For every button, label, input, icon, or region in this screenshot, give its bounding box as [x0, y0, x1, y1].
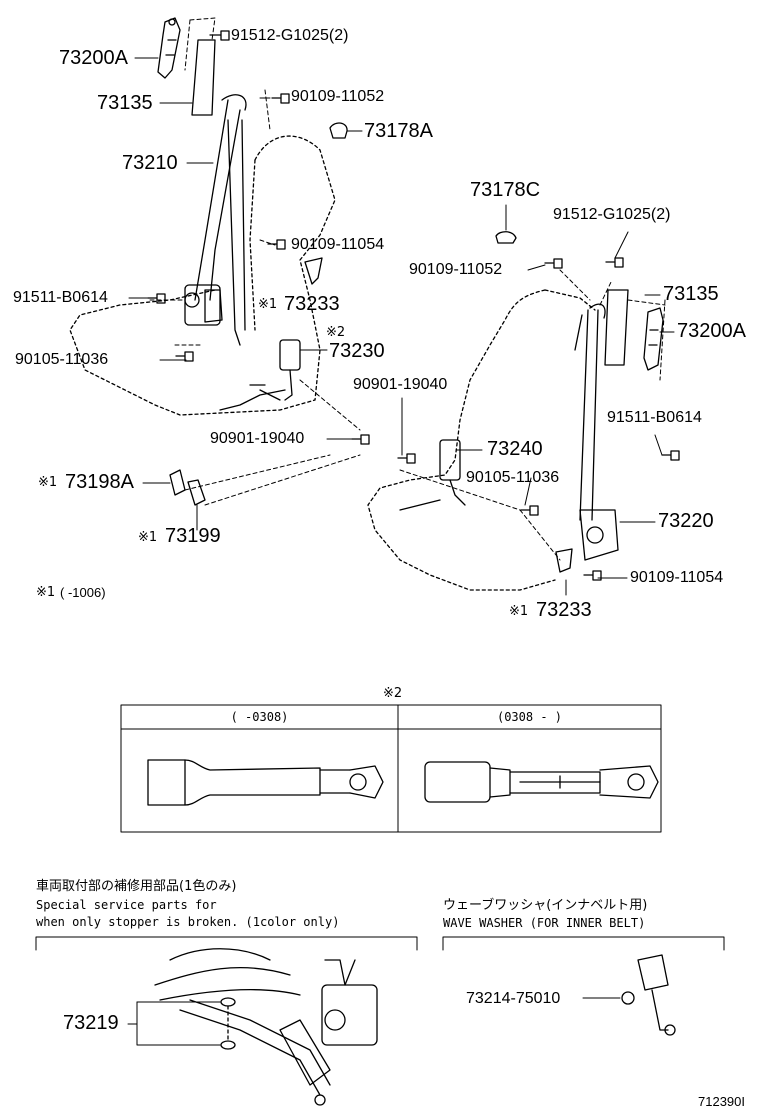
label-91511-b0614-left: 91511-B0614	[13, 289, 108, 306]
service-parts-jp: 車両取付部の補修用部品(1色のみ)	[36, 879, 237, 894]
label-91512-g1025-right: 91512-G1025(2)	[553, 206, 671, 223]
label-73233-right: 73233	[536, 599, 592, 621]
label-73219: 73219	[63, 1012, 119, 1034]
right-seat-outline	[367, 289, 596, 591]
label-90109-11054-right: 90109-11054	[630, 569, 724, 586]
left-cover	[191, 39, 216, 116]
service-parts-art	[154, 948, 378, 1106]
footnote-range: ( -1006)	[60, 585, 106, 600]
mark-ref1-73198a: ※1	[38, 475, 58, 490]
label-91511-b0614-right: 91511-B0614	[607, 409, 702, 426]
right-73233-cover	[555, 548, 573, 573]
right-cap	[495, 231, 517, 244]
label-73198a: 73198A	[65, 471, 134, 493]
left-anchor-parts	[169, 469, 206, 506]
footnote-mark: ※1	[36, 585, 56, 600]
right-belt-webbing	[574, 303, 606, 521]
label-90109-11052-left: 90109-11052	[291, 88, 385, 105]
service-parts-en-1: Special service parts for	[36, 898, 217, 912]
right-cover	[604, 289, 629, 366]
label-73135-right: 73135	[663, 283, 719, 305]
left-buckle	[219, 339, 301, 411]
label-73178c: 73178C	[470, 179, 541, 201]
right-dashed-guides	[399, 269, 666, 561]
label-73200a-left: 73200A	[59, 47, 128, 69]
label-73230: 73230	[329, 340, 385, 362]
label-73178a: 73178A	[364, 120, 433, 142]
label-90109-11052-right: 90109-11052	[409, 261, 503, 278]
right-bolts	[397, 257, 680, 581]
right-retractor	[579, 509, 619, 561]
mark-ref1-73233-right: ※1	[509, 604, 529, 619]
buckle-variant-new	[424, 761, 659, 803]
left-bolts	[147, 30, 370, 445]
service-bracket	[35, 936, 725, 1046]
table-header-old: ( -0308)	[230, 710, 289, 724]
left-dashed-guides	[149, 17, 361, 506]
wave-washer-art	[582, 954, 676, 1036]
label-91512-g1025-left: 91512-G1025(2)	[231, 27, 349, 44]
left-height-adjuster	[157, 17, 181, 79]
label-90901-19040-upper: 90901-19040	[353, 376, 448, 393]
table-title-mark: ※2	[383, 686, 403, 701]
label-73135-left: 73135	[97, 92, 153, 114]
label-73200a-right: 73200A	[677, 320, 746, 342]
label-90109-11054-left: 90109-11054	[291, 236, 385, 253]
label-73240: 73240	[487, 438, 543, 460]
right-buckle	[399, 439, 466, 511]
table-header-new: (0308 - )	[496, 710, 563, 724]
mark-ref2-73230: ※2	[326, 325, 346, 340]
wave-washer-jp: ウェーブワッシャ(インナベルト用)	[443, 898, 648, 913]
right-height-adjuster	[643, 307, 664, 371]
label-90901-19040-lower: 90901-19040	[210, 430, 305, 447]
label-90105-11036-left: 90105-11036	[15, 351, 109, 368]
left-leader-lines	[128, 57, 363, 531]
service-parts-en-2: when only stopper is broken. (1color onl…	[36, 915, 340, 929]
label-73214-75010: 73214-75010	[466, 990, 561, 1007]
buckle-variant-old	[147, 759, 384, 806]
left-retractor	[184, 284, 223, 326]
wave-washer-en: WAVE WASHER (FOR INNER BELT)	[443, 916, 646, 930]
left-belt-webbing	[194, 94, 247, 346]
mark-ref1-73199: ※1	[138, 530, 158, 545]
left-cap	[329, 122, 348, 139]
label-73210: 73210	[122, 152, 178, 174]
label-73233-left: 73233	[284, 293, 340, 315]
mark-ref1-73233-left: ※1	[258, 297, 278, 312]
left-73233-cover	[304, 257, 323, 285]
label-90105-11036-right: 90105-11036	[466, 469, 560, 486]
label-73199: 73199	[165, 525, 221, 547]
variant-table	[120, 704, 662, 833]
diagram-code: 712390I	[698, 1094, 745, 1109]
label-73220: 73220	[658, 510, 714, 532]
left-seat-outline	[69, 135, 336, 416]
